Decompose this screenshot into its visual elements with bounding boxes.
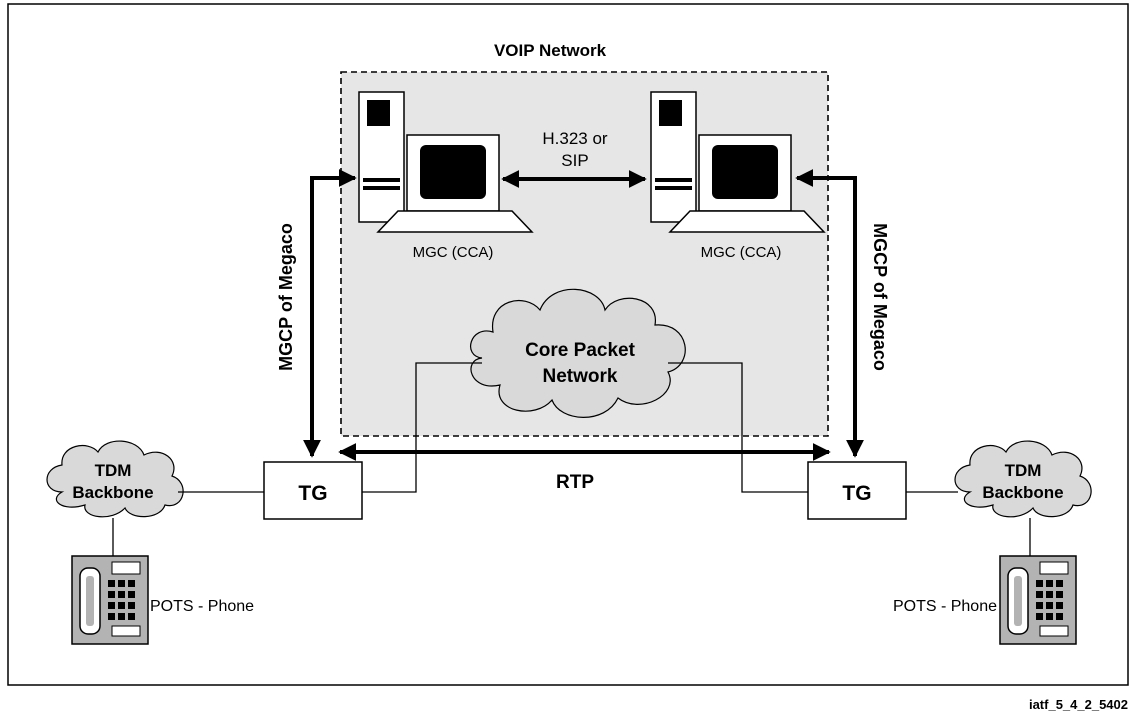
pots-phone-right-label: POTS - Phone <box>893 598 997 615</box>
tdm-right-label-line1: TDM <box>1005 461 1042 480</box>
tower-server-icon <box>650 91 697 223</box>
mgcp-left-arrow <box>303 169 357 458</box>
tdm-backbone-right-cloud: TDM Backbone <box>954 440 1092 518</box>
desk-phone-icon <box>71 555 149 645</box>
tower-server-icon <box>358 91 405 223</box>
tdm-backbone-left-cloud: TDM Backbone <box>46 440 184 518</box>
tg-right-label: TG <box>842 482 871 505</box>
crt-monitor-icon <box>376 134 534 233</box>
mgc-left-label: MGC (CCA) <box>413 244 494 261</box>
core-packet-network-label-line1: Core Packet <box>525 340 636 361</box>
tdm-right-label-line2: Backbone <box>982 483 1063 502</box>
rtp-label: RTP <box>556 472 594 493</box>
crt-monitor-icon <box>668 134 826 233</box>
mgcp-left-label: MGCP of Megaco <box>276 223 296 371</box>
mgcp-right-label: MGCP of Megaco <box>870 223 890 371</box>
tg-left-to-core-line <box>362 362 482 493</box>
tg-right-to-core-line <box>668 362 808 493</box>
core-packet-network-label-line2: Network <box>543 366 618 387</box>
core-packet-network-cloud: Core Packet Network <box>470 288 686 418</box>
voip-network-title: VOIP Network <box>494 41 607 60</box>
mgc-right-label: MGC (CCA) <box>701 244 782 261</box>
mgc-right: MGC (CCA) <box>650 91 826 261</box>
tdm-left-label-line1: TDM <box>95 461 132 480</box>
tg-left-label: TG <box>298 482 327 505</box>
mgcp-right-arrow <box>795 169 864 458</box>
tg-left: TG <box>263 461 363 520</box>
sip-label: SIP <box>561 151 588 170</box>
tg-right: TG <box>807 461 907 520</box>
pots-phone-left-label: POTS - Phone <box>150 598 254 615</box>
mgc-left: MGC (CCA) <box>358 91 534 261</box>
figure-id: iatf_5_4_2_5402 <box>1029 697 1128 712</box>
h323-label: H.323 or <box>542 129 608 148</box>
tdm-left-label-line2: Backbone <box>72 483 153 502</box>
desk-phone-icon <box>999 555 1077 645</box>
